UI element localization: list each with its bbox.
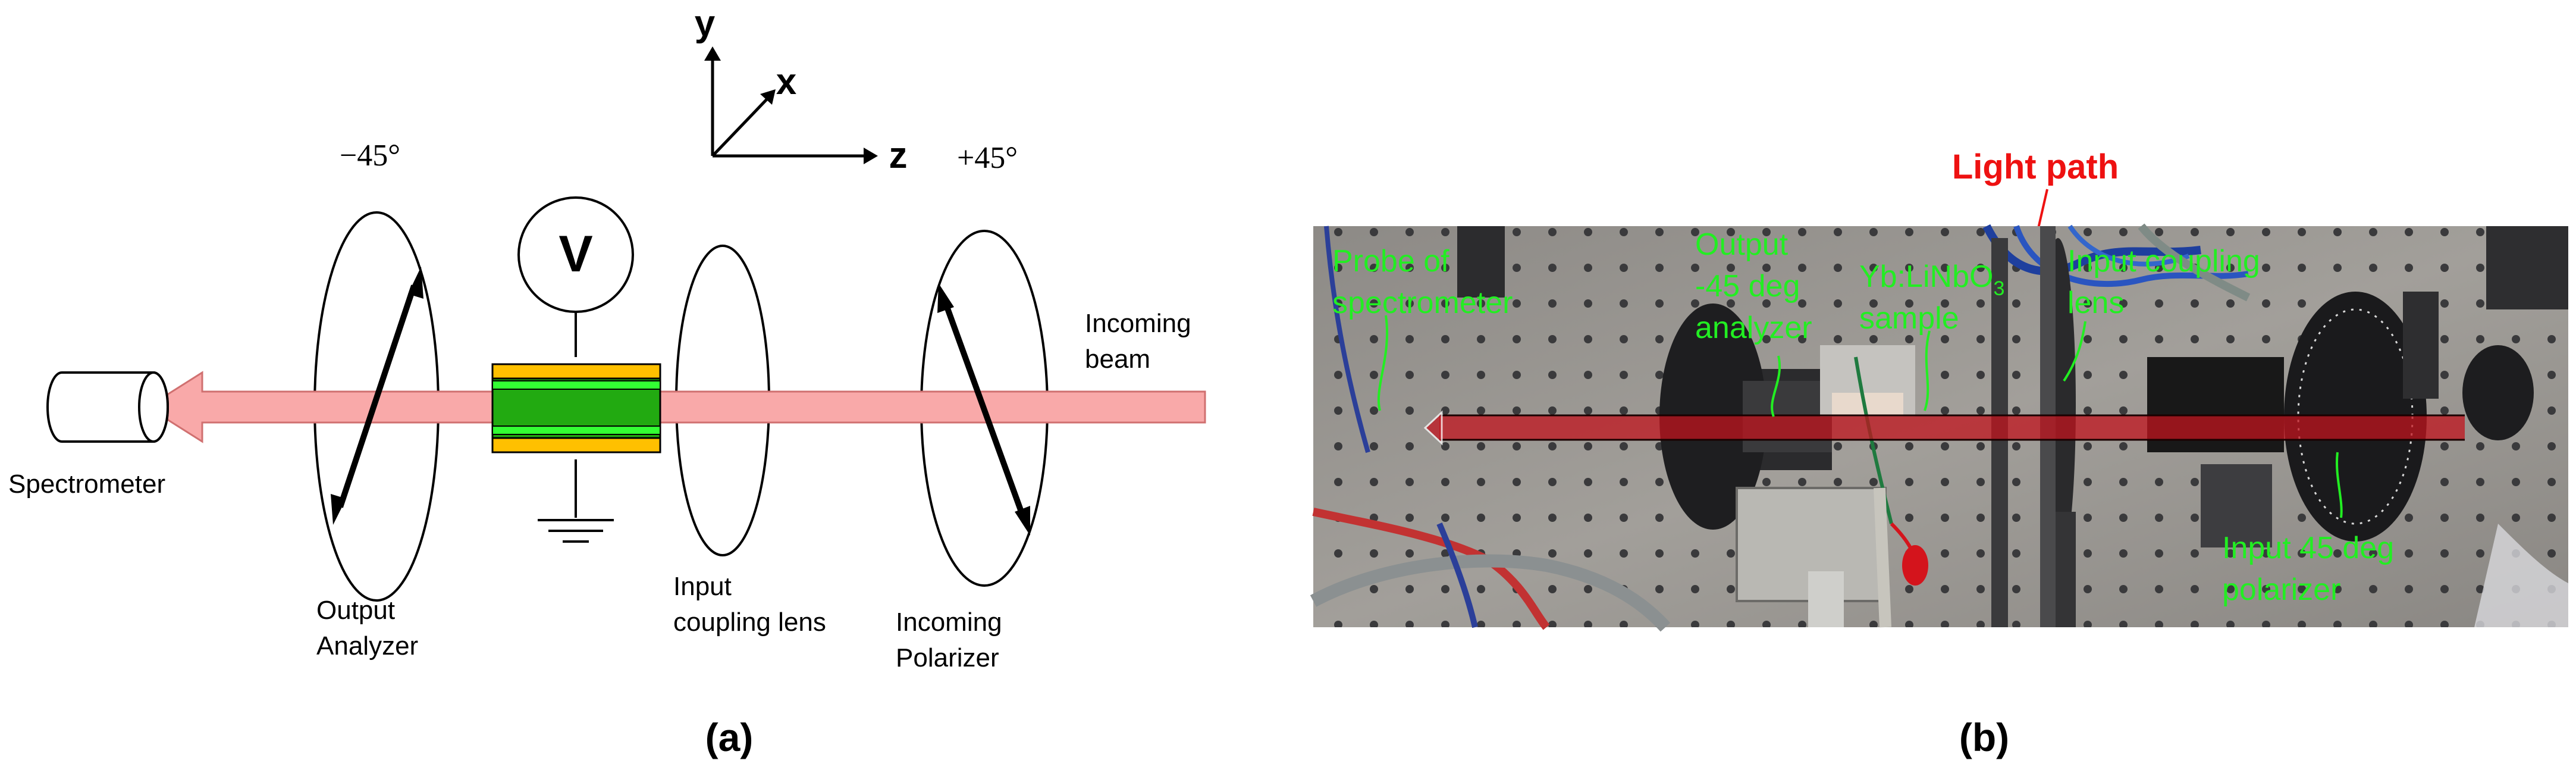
spectrometer-label: Spectrometer [8, 470, 165, 499]
coordinate-axes [704, 46, 878, 164]
output-analyzer-annotation-line3: analyzer [1695, 311, 1812, 345]
probe-annotation-line2: spectrometer [1332, 286, 1513, 320]
output-analyzer-annotation-line1: Output [1695, 227, 1789, 262]
input-polarizer-annotation-line2: polarizer [2222, 572, 2340, 607]
incoming-polarizer-label-line2: Polarizer [896, 643, 999, 672]
axis-z-label: z [889, 135, 908, 176]
polarizer-polarization-arrow [937, 283, 1030, 536]
sample-annotation-line1: Yb:LiNbO3 [1859, 259, 2004, 300]
voltmeter-circle [517, 196, 634, 313]
incoming-beam-label-line1: Incoming [1085, 309, 1191, 338]
output-analyzer-annotation-line2: -45 deg [1695, 269, 1800, 303]
voltmeter-label: V [559, 226, 592, 283]
analyzer-polarization-arrow [331, 267, 423, 525]
angle-minus-45-label: −45° [340, 139, 400, 173]
incoming-polarizer-label-line1: Incoming [896, 608, 1002, 637]
panel-a-schematic: y x z −45° +45° V [8, 3, 1206, 759]
spectrometer-icon [46, 371, 169, 443]
probe-annotation-line1: Probe of [1332, 244, 1449, 279]
axis-x-label: x [776, 61, 797, 102]
beam-arrow [146, 371, 1206, 443]
panel-a-caption: (a) [705, 715, 754, 759]
crystal-sample [491, 363, 661, 453]
optical-table-photo [1310, 223, 2568, 632]
output-analyzer-label-line1: Output [316, 596, 395, 625]
photo-beam [1439, 416, 2465, 440]
sample-annotation-line2: sample [1859, 301, 1959, 336]
annotation-leaders [1377, 315, 2343, 518]
axis-y-label: y [695, 3, 716, 44]
panel-b-photo: Light path [1310, 148, 2568, 759]
input-coupling-lens-annotation-line1: Input coupling [2067, 244, 2260, 279]
incoming-beam-label-line2: beam [1085, 345, 1150, 374]
panel-b-caption: (b) [1959, 715, 2009, 759]
input-polarizer-annotation-line1: Input 45 deg [2222, 531, 2394, 565]
input-coupling-lens-label-line2: coupling lens [673, 608, 826, 637]
light-path-label: Light path [1952, 148, 2119, 186]
angle-plus-45-label: +45° [957, 141, 1018, 175]
ground-symbol [538, 459, 614, 543]
output-analyzer-label-line2: Analyzer [316, 631, 418, 661]
input-coupling-lens-annotation-line2: lens [2067, 286, 2124, 320]
input-coupling-lens-label-line1: Input [673, 572, 732, 601]
